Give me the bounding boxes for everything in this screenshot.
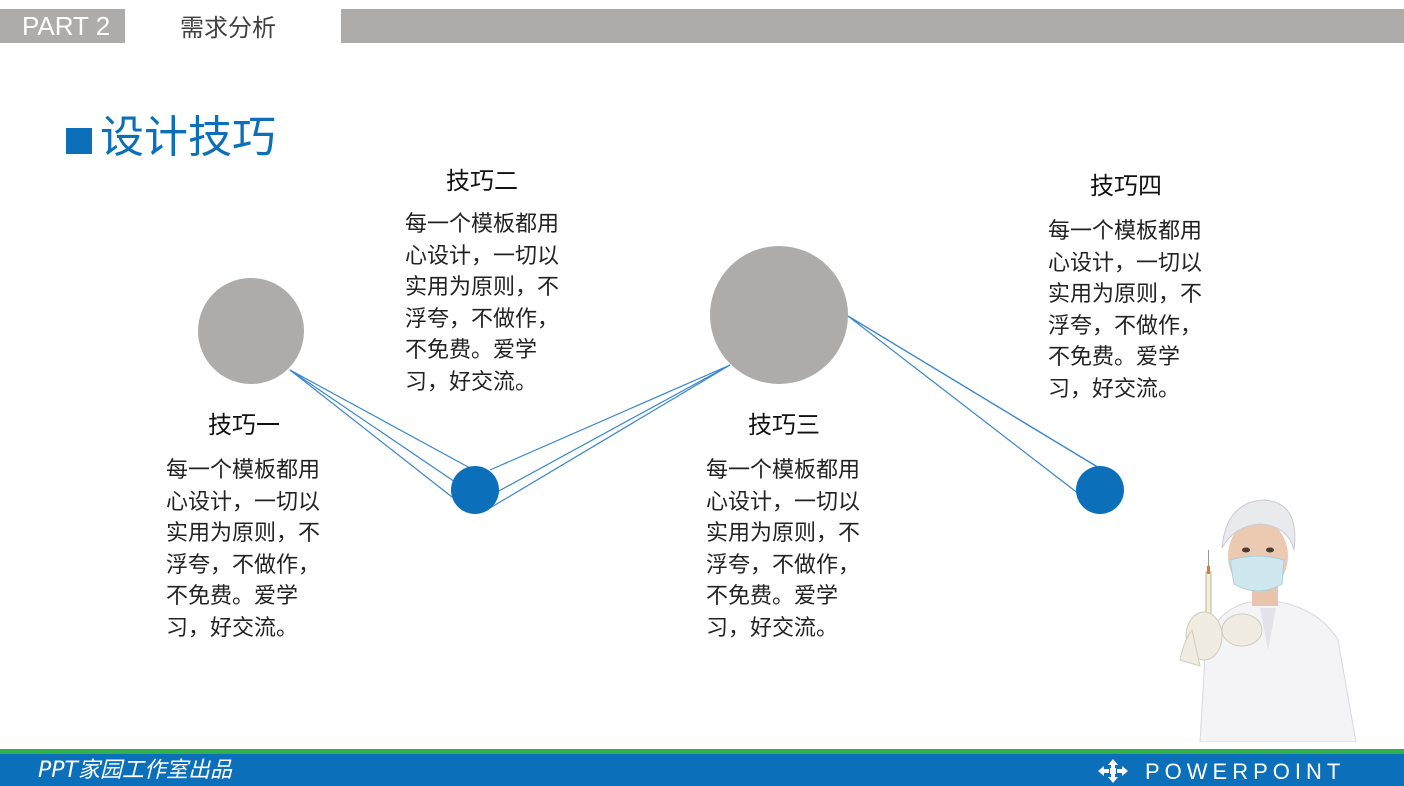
- footer-bar: [0, 754, 1404, 786]
- tip-3-title: 技巧三: [748, 411, 820, 439]
- connector-line: [496, 364, 731, 493]
- connector-line: [289, 369, 459, 485]
- nurse-photo: [1179, 499, 1357, 742]
- title-bullet-square: [66, 128, 92, 154]
- tip-2-text: 每一个模板都用心设计，一切以实用为原则，不浮夸，不做作，不免费。爱学习，好交流。: [405, 212, 560, 395]
- tip-1-text: 每一个模板都用心设计，一切以实用为原则，不浮夸，不做作，不免费。爱学习，好交流。: [166, 458, 321, 641]
- blue-circle-2: [1076, 466, 1124, 514]
- connector-line: [489, 364, 731, 471]
- tip-4-text: 每一个模板都用心设计，一切以实用为原则，不浮夸，不做作，不免费。爱学习，好交流。: [1048, 219, 1203, 402]
- connector-line: [489, 364, 731, 509]
- tip-1-title: 技巧一: [208, 411, 280, 439]
- connector-line: [289, 369, 453, 498]
- connector-line: [289, 369, 471, 469]
- page-title: 设计技巧: [100, 112, 276, 163]
- gray-circle-1: [198, 278, 304, 384]
- connector-line: [847, 315, 1080, 495]
- cross-arrows-icon: [1098, 759, 1128, 783]
- part-label: PART 2: [0, 9, 125, 43]
- section-title: 需求分析: [180, 14, 276, 42]
- blue-circle-1: [451, 466, 499, 514]
- tip-2-title: 技巧二: [446, 167, 518, 195]
- tip-3-text: 每一个模板都用心设计，一切以实用为原则，不浮夸，不做作，不免费。爱学习，好交流。: [706, 458, 861, 641]
- connector-lines: [289, 315, 1117, 509]
- tip-4-title: 技巧四: [1090, 172, 1162, 200]
- footer-credit: PPT家园工作室出品: [38, 758, 232, 783]
- gray-circle-2: [710, 246, 848, 384]
- connector-line: [847, 315, 1117, 479]
- footer-brand: POWERPOINT: [1145, 759, 1346, 784]
- footer-green-stripe: [0, 749, 1404, 754]
- header-bar: [341, 9, 1404, 43]
